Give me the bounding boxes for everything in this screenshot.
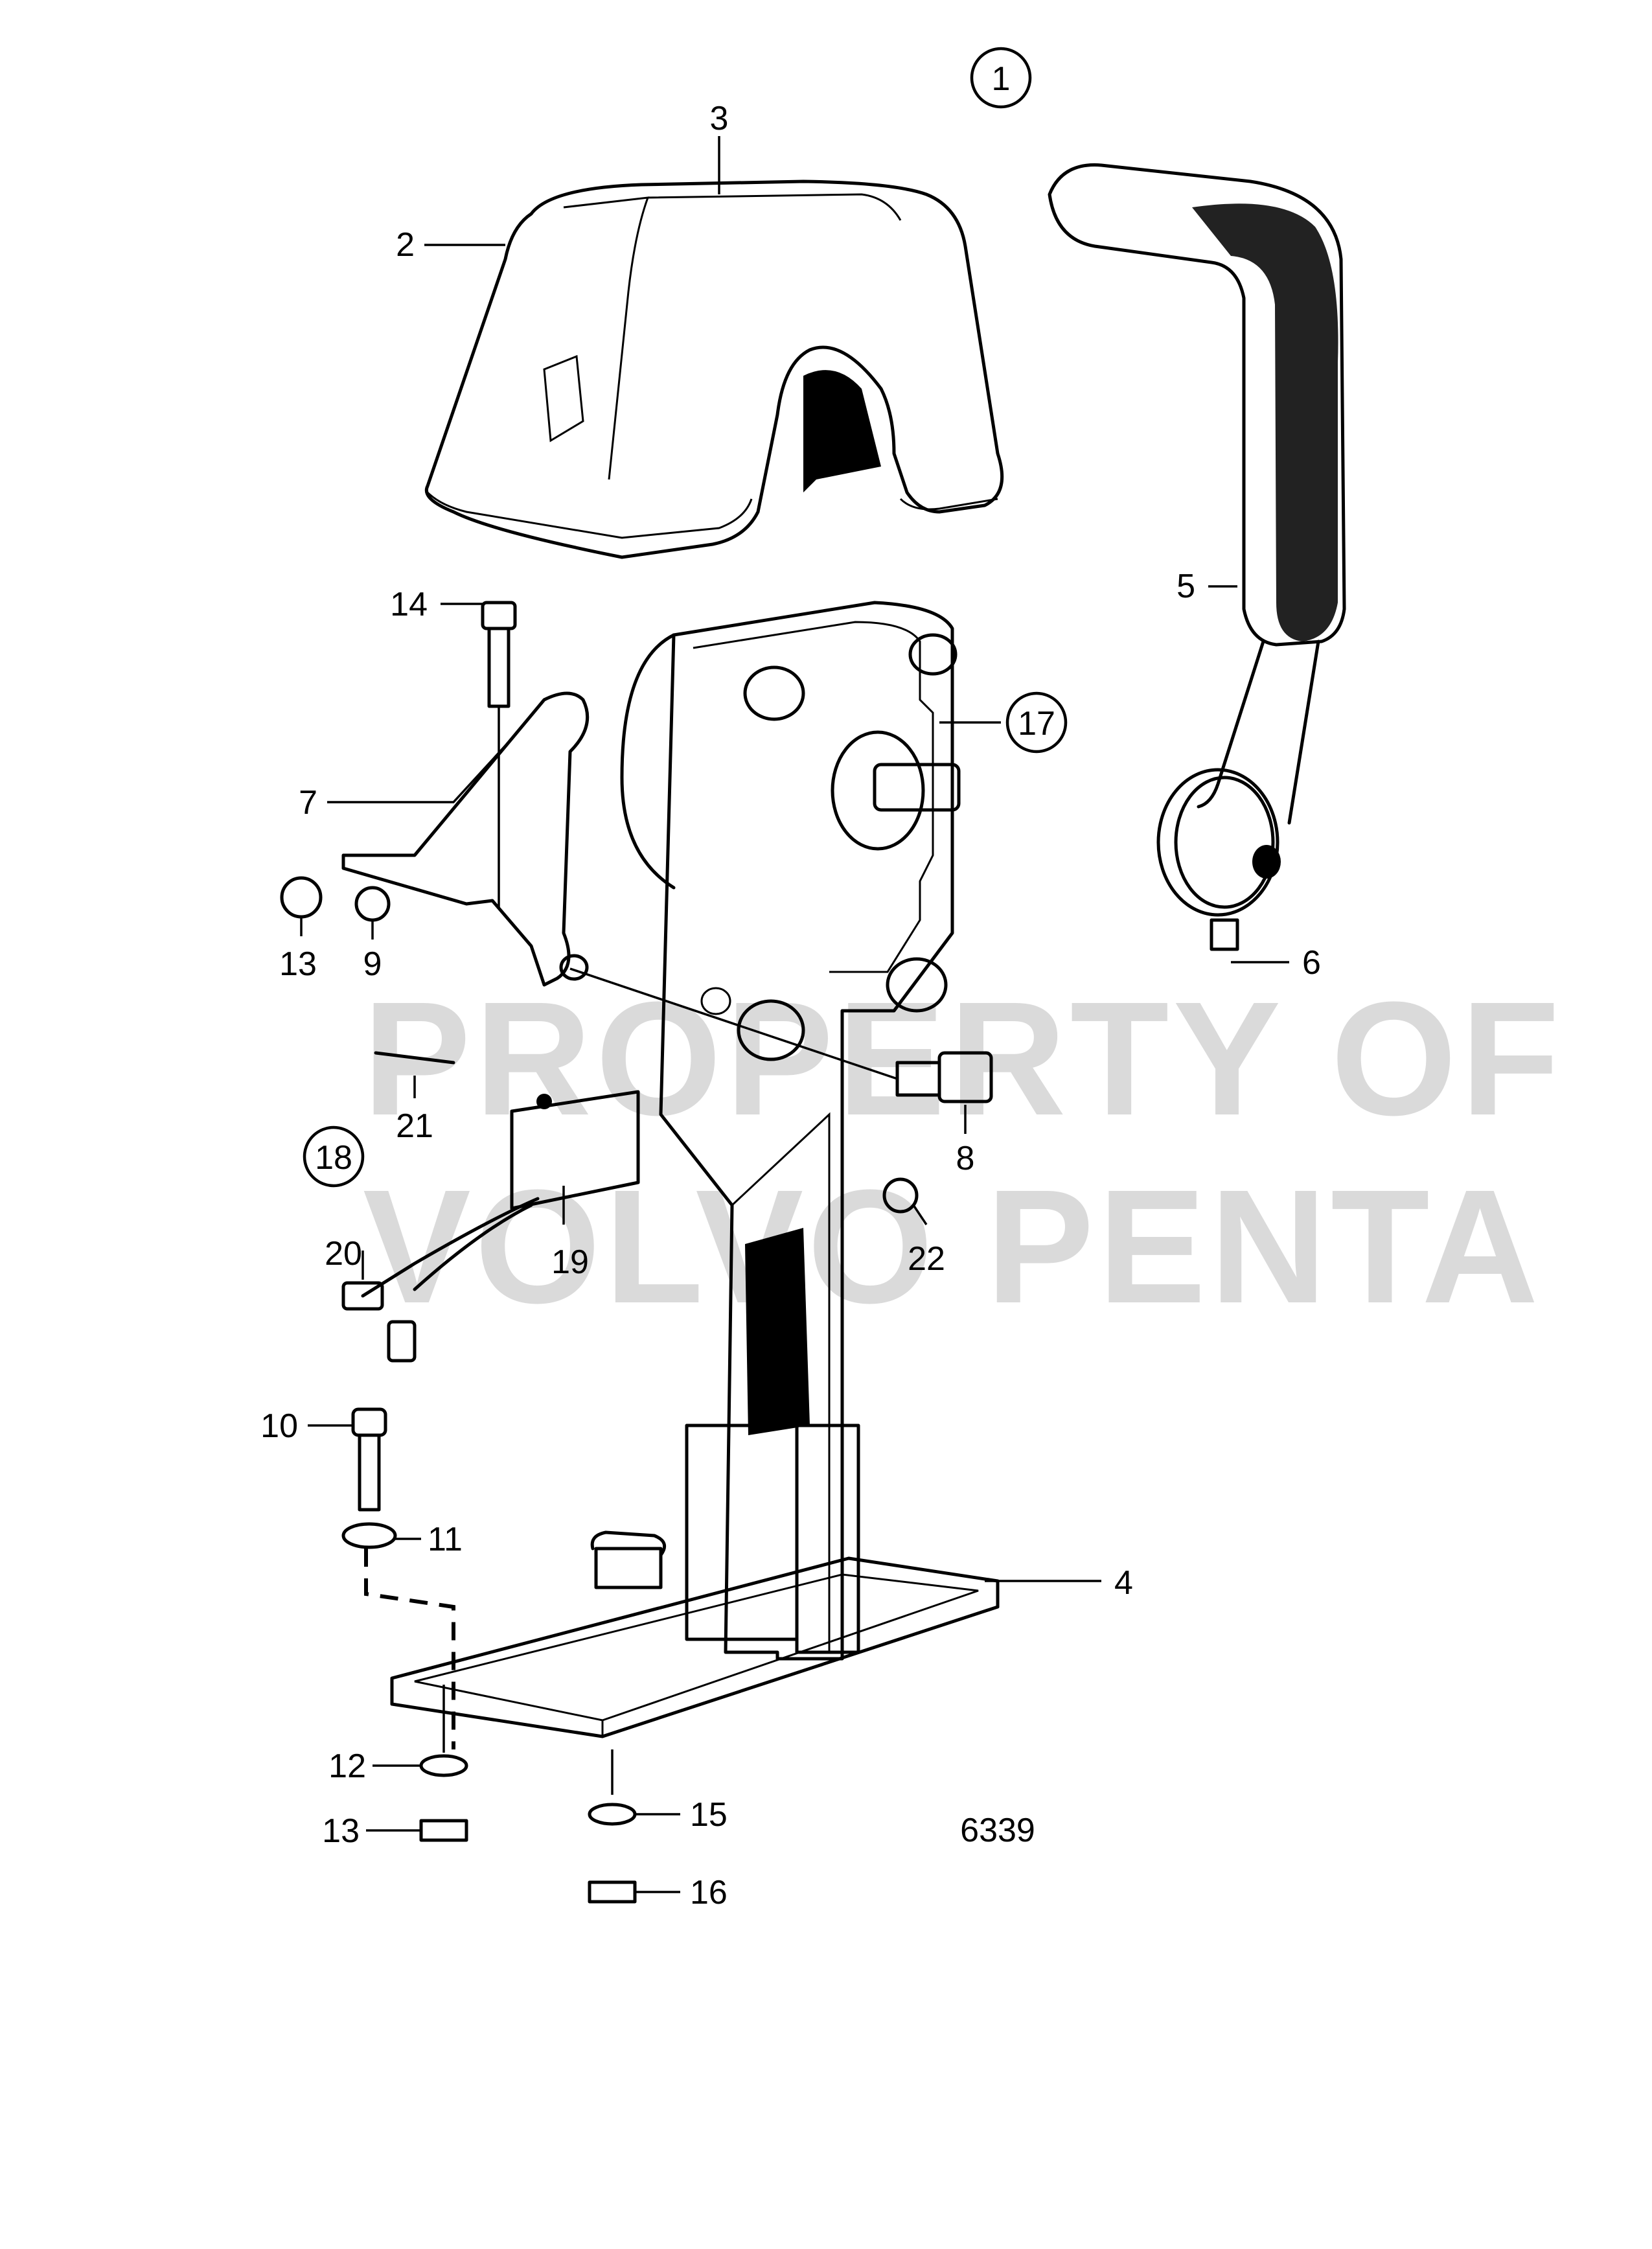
control-lever	[1048, 163, 1346, 951]
base-plate	[390, 1530, 1000, 1738]
callout-11: 11	[428, 1521, 463, 1558]
callout-8: 8	[956, 1140, 975, 1177]
callout-circle-1	[970, 47, 1032, 109]
callout-22: 22	[908, 1240, 945, 1278]
callout-6: 6	[1302, 944, 1321, 982]
cover	[425, 179, 1004, 559]
watermark: PROPERTY OF VOLVO PENTA	[363, 968, 1563, 1337]
callout-9: 9	[363, 945, 382, 983]
callout-17: 17	[1018, 705, 1055, 743]
leaders	[300, 136, 1289, 1893]
callout-12: 12	[328, 1747, 366, 1785]
callout-3: 3	[710, 100, 729, 137]
callout-10: 10	[260, 1407, 298, 1445]
drawing-number: 6339	[960, 1812, 1035, 1849]
callout-5: 5	[1176, 568, 1195, 605]
callouts: 1 2 3 4 5 6 7 8 9 10 11 12 13 13 14 15 1…	[260, 47, 1321, 1911]
callout-13-top: 13	[279, 945, 317, 983]
callout-4: 4	[1114, 1564, 1133, 1602]
watermark-line-2: VOLVO PENTA	[363, 1156, 1543, 1337]
watermark-line-1: PROPERTY OF	[363, 968, 1563, 1149]
callout-14: 14	[390, 586, 428, 623]
callout-16: 16	[690, 1874, 728, 1911]
callout-circle-17	[1005, 691, 1068, 754]
callout-15: 15	[690, 1796, 728, 1834]
main-housing	[620, 601, 961, 1661]
callout-1: 1	[992, 60, 1011, 98]
callout-19: 19	[551, 1243, 589, 1281]
callout-7: 7	[299, 784, 317, 822]
callout-18: 18	[315, 1139, 352, 1177]
callout-13-bottom: 13	[322, 1812, 360, 1850]
callout-21: 21	[396, 1107, 433, 1145]
callout-20: 20	[325, 1235, 362, 1273]
micro-switch	[341, 1090, 640, 1363]
callout-circle-18	[303, 1125, 365, 1188]
bracket	[341, 601, 590, 987]
callout-2: 2	[396, 226, 415, 264]
